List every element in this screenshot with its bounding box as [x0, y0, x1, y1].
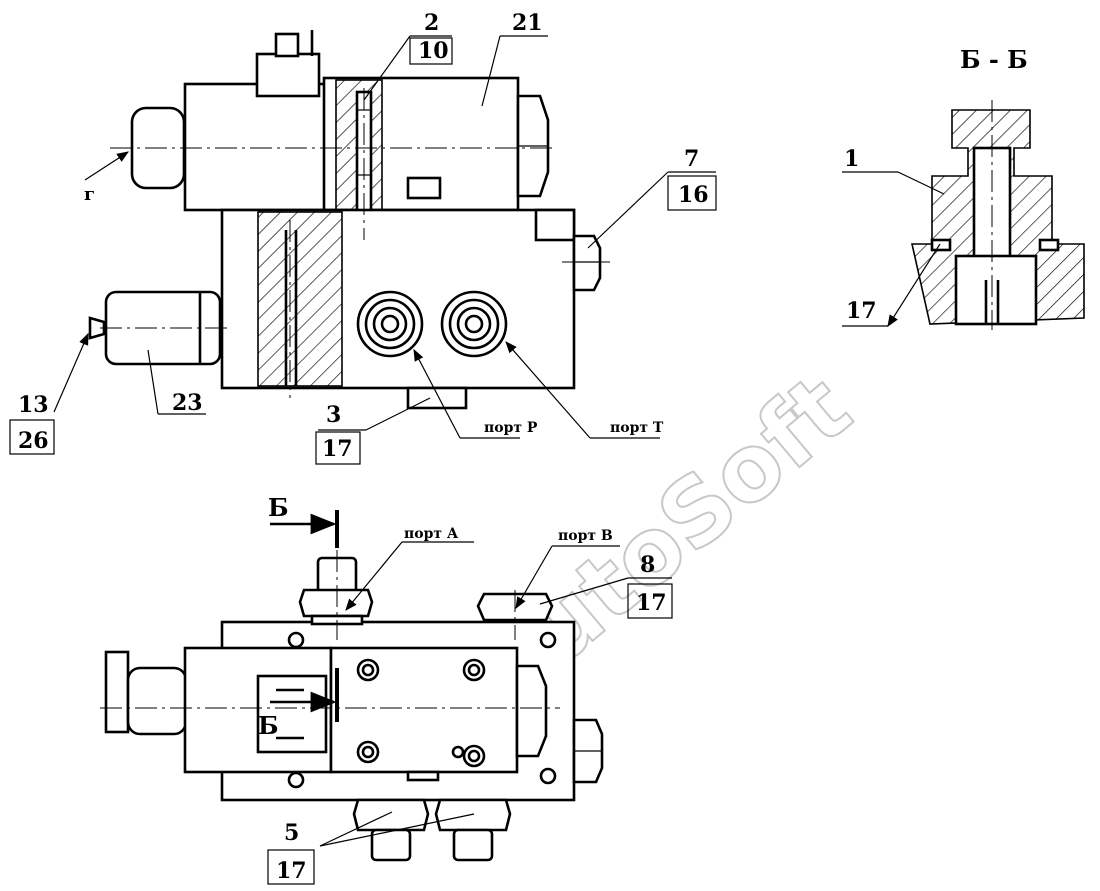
callout-13: 13	[18, 392, 49, 418]
top-view	[100, 510, 604, 862]
mount-bolt-4	[462, 744, 486, 768]
section-seal-right	[1038, 238, 1060, 252]
port-a-nut	[298, 588, 374, 618]
bottom-fitting-left-nut	[352, 798, 430, 832]
callout-17-front: 17	[322, 436, 353, 462]
top-left-cap	[104, 650, 130, 734]
callout-5: 5	[284, 820, 299, 846]
top-connector	[256, 674, 328, 754]
callout-3: 3	[326, 402, 341, 428]
section-bore	[954, 254, 1038, 326]
main-block-step	[534, 208, 576, 242]
connector-pin	[274, 32, 300, 58]
solenoid-body	[183, 82, 327, 212]
bottom-fitting-left	[370, 828, 412, 862]
wing-nut-13	[88, 316, 106, 340]
port-t-fitting	[440, 290, 508, 358]
section-mark-top: Б	[268, 493, 289, 522]
callout-17-bottom: 17	[276, 858, 307, 884]
port-p-label: порт Р	[484, 420, 538, 436]
top-right-nut	[515, 664, 548, 758]
bottom-fitting-right-nut	[434, 798, 512, 832]
port-b-label: порт В	[558, 528, 613, 544]
mount-bolt-2	[462, 658, 486, 682]
bottom-fitting-right	[452, 828, 494, 862]
port-t-label: порт Т	[610, 420, 664, 436]
section-title: Б - Б	[960, 45, 1028, 74]
connector-block	[255, 52, 321, 98]
upper-window	[406, 176, 442, 200]
top-solenoid-end	[126, 666, 188, 736]
callout-21: 21	[512, 10, 543, 36]
section-b-b: Б - Б	[911, 45, 1085, 330]
port-a-label: порт А	[404, 526, 459, 542]
port-p-fitting	[356, 290, 424, 358]
side-nut-7	[572, 234, 602, 292]
callout-10: 10	[418, 38, 449, 64]
callout-23: 23	[172, 390, 203, 416]
callout-8: 8	[640, 552, 655, 578]
view-arrow-label: г	[84, 184, 95, 205]
section-seal-left	[930, 238, 952, 252]
leaders	[53, 35, 945, 847]
section-mark-bottom: Б	[258, 711, 279, 740]
callout-2: 2	[424, 10, 439, 36]
callout-17-b: 17	[636, 590, 667, 616]
bottom-plug-3	[406, 386, 468, 410]
labels: г 2 10 21 7 16 13 26 23 3 17 порт Р порт…	[9, 10, 877, 885]
mount-bolt-3	[356, 740, 380, 764]
callout-1: 1	[844, 146, 859, 172]
callout-17-section: 17	[846, 298, 877, 324]
main-block-hatch	[257, 211, 343, 387]
mount-bolt-1	[356, 658, 380, 682]
callout-7: 7	[684, 146, 699, 172]
callout-26: 26	[18, 428, 49, 454]
callout-16: 16	[678, 182, 709, 208]
front-view	[88, 30, 610, 410]
